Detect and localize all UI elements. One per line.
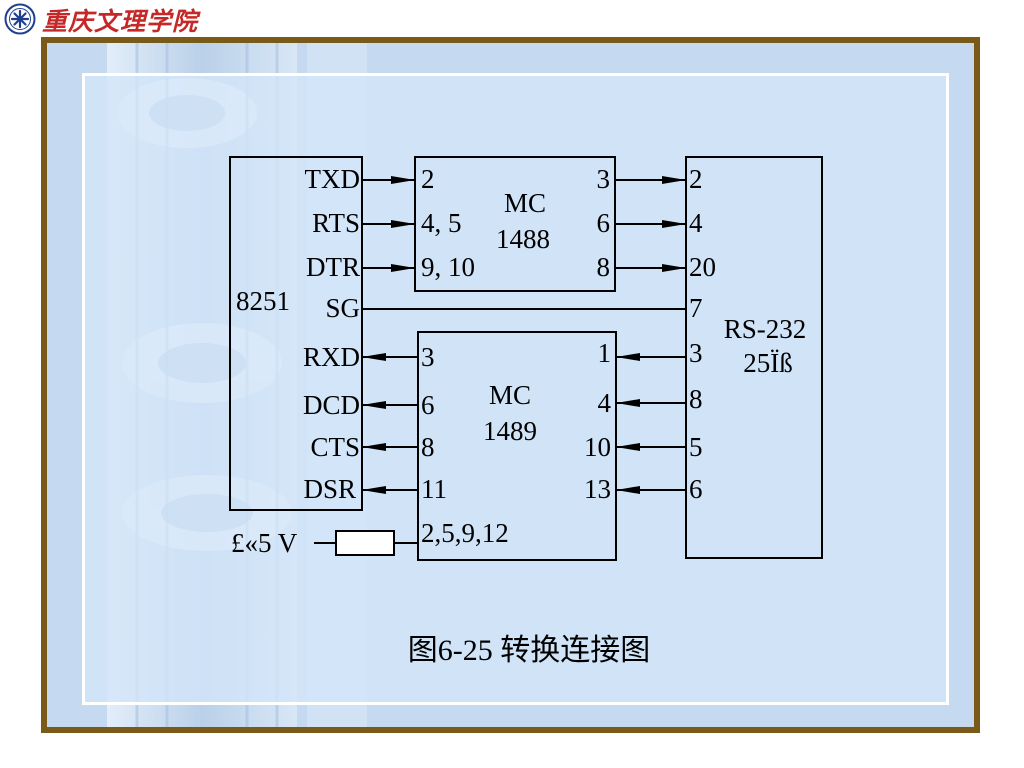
supply-voltage-label: £«5 V — [231, 528, 298, 558]
chip-8251-box — [229, 156, 363, 511]
mc1489-name-line2: 1489 — [483, 416, 537, 446]
signal-rts: RTS — [312, 208, 360, 238]
mc1488-name-line2: 1488 — [496, 224, 550, 254]
rs232-pin-20: 20 — [689, 252, 716, 282]
signal-dtr: DTR — [306, 252, 360, 282]
mc1489-out-pin-6: 6 — [421, 390, 435, 420]
slide-frame — [41, 37, 980, 733]
rs232-name-line2: 25Ïß — [743, 348, 793, 378]
signal-sg: SG — [325, 293, 360, 323]
mc1489-in-pin-1: 1 — [598, 338, 612, 368]
mc1489-out-pin-8: 8 — [421, 432, 435, 462]
mc1488-in-pin-2: 2 — [421, 164, 435, 194]
rs232-pin-6: 6 — [689, 474, 703, 504]
signal-rxd: RXD — [303, 342, 360, 372]
rs232-pin-7: 7 — [689, 293, 703, 323]
signal-cts: CTS — [310, 432, 360, 462]
mc1488-name-line1: MC — [504, 188, 546, 218]
figure-caption: 图6-25 转换连接图 — [408, 634, 651, 667]
mc1488-in-pin-4-5: 4, 5 — [421, 208, 462, 238]
header: 重庆文理学院 — [0, 0, 1024, 38]
mc1488-out-pin-3: 3 — [597, 164, 611, 194]
resistor — [335, 530, 395, 556]
signal-dcd: DCD — [303, 390, 360, 420]
signal-dsr: DSR — [303, 474, 356, 504]
school-emblem-icon — [4, 3, 36, 35]
content-panel — [82, 73, 949, 705]
rs232-name-line1: RS-232 — [724, 314, 807, 344]
mc1489-out-pin-11: 11 — [421, 474, 447, 504]
mc1489-in-pin-13: 13 — [584, 474, 611, 504]
rs232-pin-2: 2 — [689, 164, 703, 194]
rs232-pin-4: 4 — [689, 208, 703, 238]
mc1489-control-pins: 2,5,9,12 — [421, 518, 509, 548]
mc1489-in-pin-4: 4 — [598, 388, 612, 418]
school-name: 重庆文理学院 — [42, 7, 199, 36]
mc1488-out-pin-6: 6 — [597, 208, 611, 238]
rs232-pin-5: 5 — [689, 432, 703, 462]
chip-8251-label: 8251 — [236, 286, 290, 316]
mc1489-out-pin-3: 3 — [421, 342, 435, 372]
mc1489-name-line1: MC — [489, 380, 531, 410]
mc1488-out-pin-8: 8 — [597, 252, 611, 282]
rs232-pin-3: 3 — [689, 338, 703, 368]
rs232-pin-8: 8 — [689, 384, 703, 414]
signal-txd: TXD — [305, 164, 361, 194]
mc1489-in-pin-10: 10 — [584, 432, 611, 462]
mc1488-in-pin-9-10: 9, 10 — [421, 252, 475, 282]
